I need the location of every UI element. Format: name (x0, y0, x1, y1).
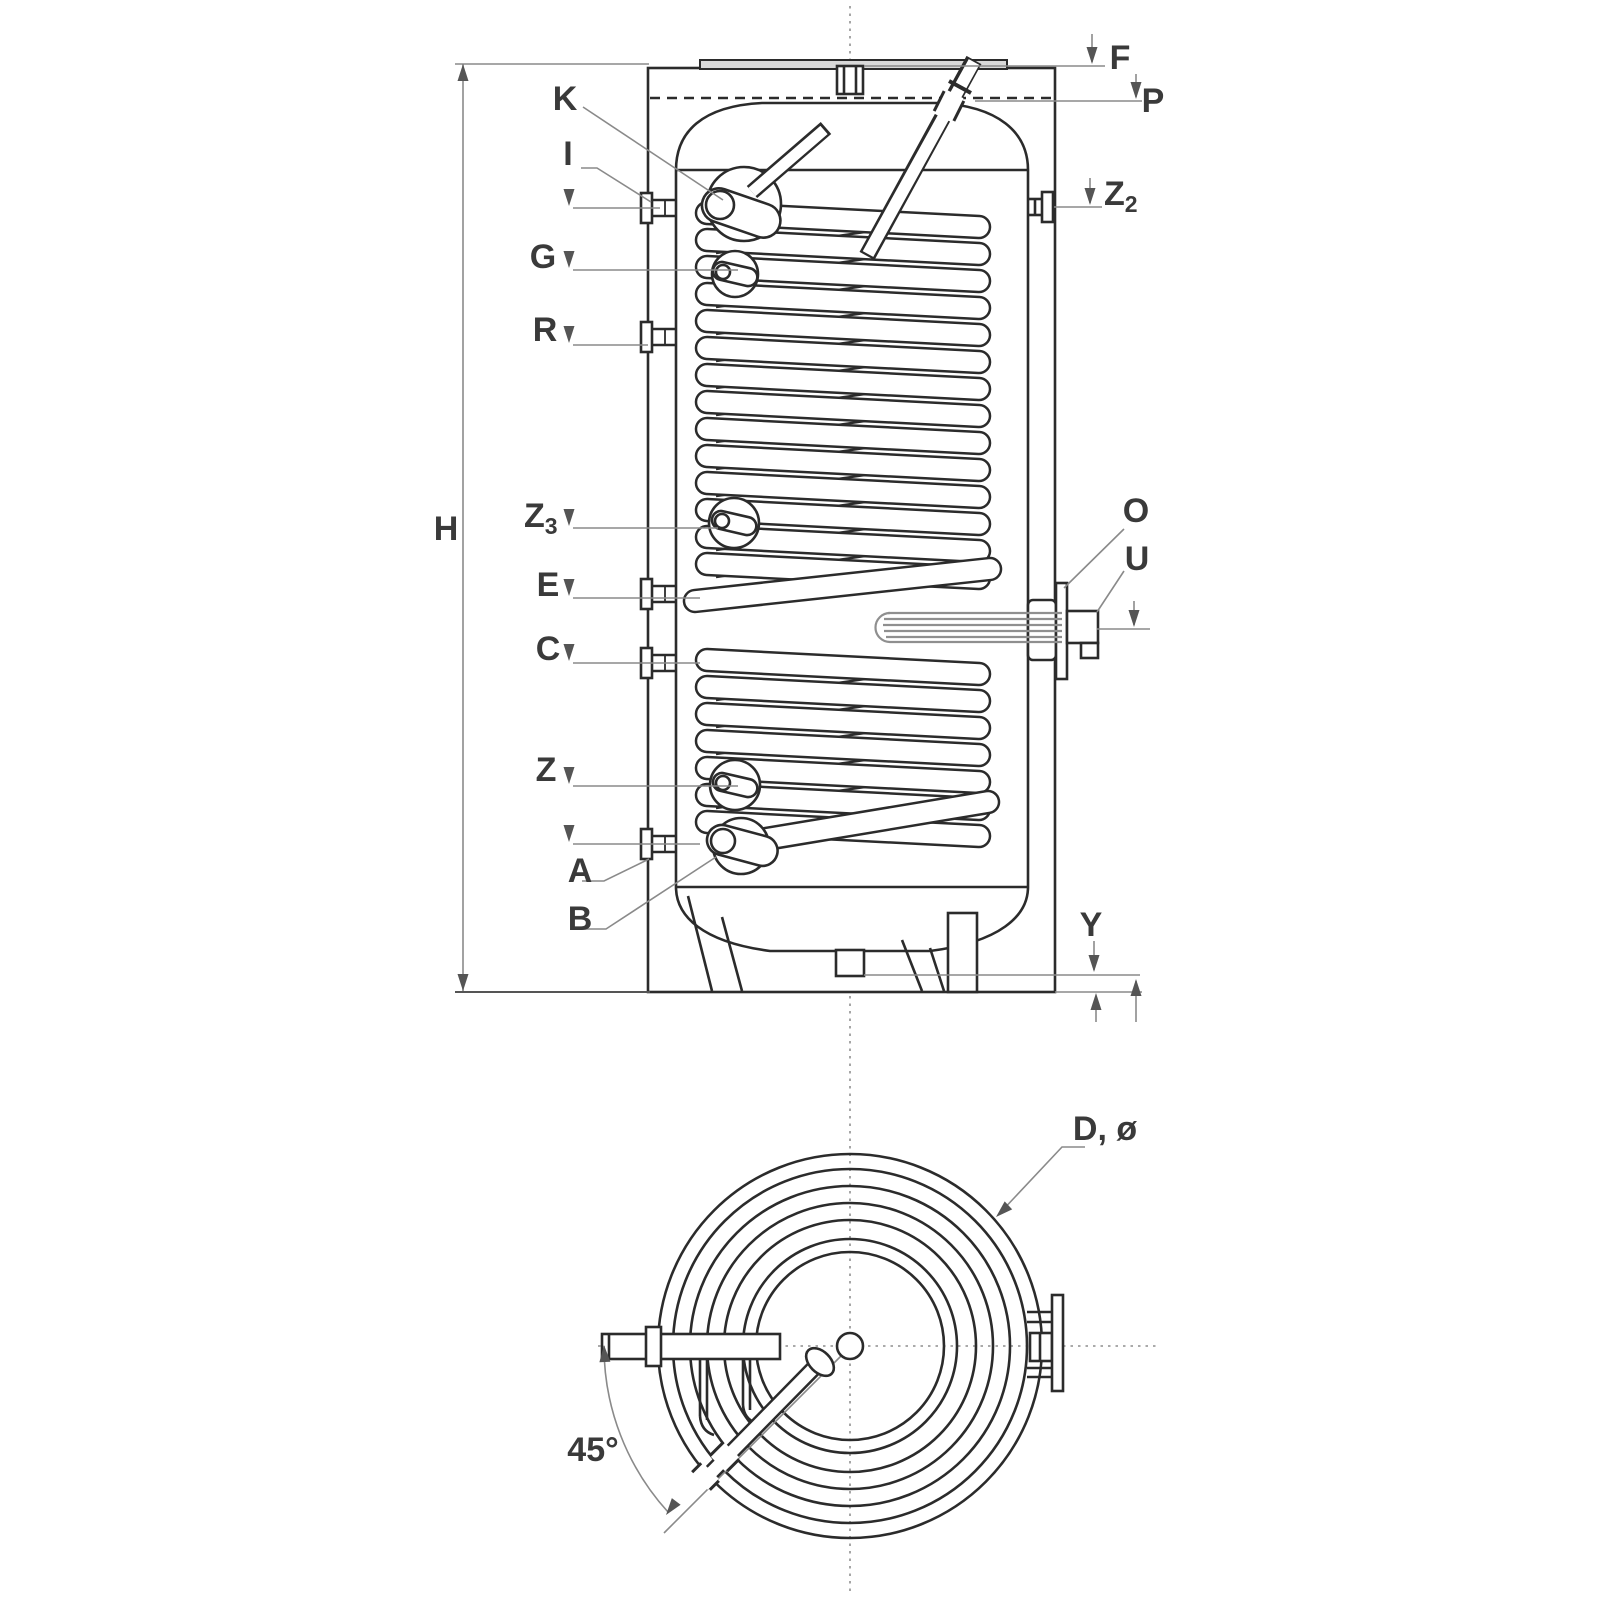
label-r: R (533, 311, 558, 349)
heater-assembly (874, 581, 1100, 681)
lower-heat-exchanger-coil (694, 647, 1001, 855)
dimension-arrowheads (457, 47, 1142, 1515)
label-b: B (568, 900, 593, 938)
heater-head (1065, 609, 1100, 645)
top-connection-f (835, 64, 865, 96)
label-o: O (1123, 492, 1149, 530)
heater-element-rods (874, 611, 1062, 644)
upper-heat-exchanger-coil (682, 200, 1003, 614)
label-p: P (1142, 82, 1165, 120)
label-i: I (563, 135, 572, 173)
bottom-drain-nub (834, 948, 866, 978)
top-view-dimensions (603, 1146, 1085, 1513)
connection-z2-flange (1028, 190, 1055, 224)
connection-k-inner (700, 187, 782, 239)
connection-g-stub (710, 249, 760, 299)
top-view (598, 1146, 1160, 1540)
top-view-heater-flange (1027, 1293, 1065, 1393)
connection-z3-stub (707, 496, 761, 550)
label-f: F (1110, 39, 1131, 77)
label-z: Z (536, 751, 557, 789)
top-view-center-port (835, 1331, 865, 1361)
label-y: Y (1080, 906, 1103, 944)
side-view (455, 34, 1150, 1022)
label-c: C (536, 630, 561, 668)
label-angle-45: 45° (567, 1431, 618, 1469)
label-k: K (553, 80, 578, 118)
k-handle-pipe (746, 121, 832, 199)
label-u: U (1125, 540, 1150, 578)
connection-z-stub (708, 758, 762, 812)
top-view-angled-pipe (663, 1346, 846, 1534)
label-e: E (537, 566, 560, 604)
label-z3: Z3 (524, 497, 558, 539)
labels: F P K I G R Z2 H Z3 E O U C Z A B Y D, ø… (434, 39, 1165, 1469)
label-h: H (434, 510, 459, 548)
label-diameter: D, ø (1073, 1110, 1137, 1148)
label-a: A (568, 852, 593, 890)
angled-sensor-tube (859, 55, 982, 261)
dimension-lines (455, 34, 1150, 1022)
label-z2: Z2 (1104, 175, 1138, 217)
connection-b-stub (705, 816, 779, 876)
top-view-left-pipe (600, 1325, 782, 1437)
label-g: G (530, 238, 556, 276)
tank-legs (686, 895, 979, 994)
